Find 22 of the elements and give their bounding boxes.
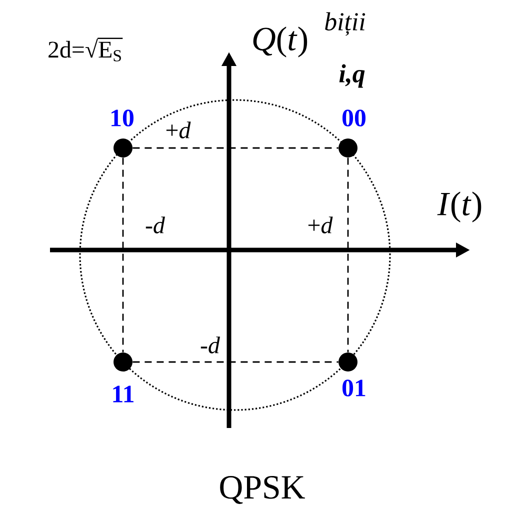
level-label: +d bbox=[308, 216, 333, 234]
constellation-point bbox=[114, 138, 132, 158]
level-label: -d bbox=[146, 216, 165, 234]
bit-label: 11 bbox=[113, 386, 134, 402]
bits-heading: i,q bbox=[339, 64, 365, 88]
constellation-point bbox=[338, 138, 358, 158]
bit-label: 10 bbox=[112, 110, 134, 126]
dashed-line bbox=[132, 147, 338, 149]
axis-label: Q(t) bbox=[253, 26, 308, 58]
bits-heading: biții bbox=[325, 12, 366, 36]
axis-label: I(t) bbox=[437, 192, 482, 222]
dashed-line bbox=[347, 158, 349, 352]
formula: 2d=√E$_{S}$ bbox=[48, 38, 123, 62]
dashed-line bbox=[122, 158, 124, 352]
caption: QPSK bbox=[220, 476, 305, 504]
bit-label: 00 bbox=[342, 110, 366, 126]
constellation-point bbox=[114, 352, 132, 372]
level-label: -d bbox=[200, 336, 220, 354]
level-label: +d bbox=[166, 122, 191, 138]
bit-label: 01 bbox=[342, 380, 366, 396]
dashed-line bbox=[132, 361, 338, 363]
constellation-point bbox=[338, 352, 358, 372]
